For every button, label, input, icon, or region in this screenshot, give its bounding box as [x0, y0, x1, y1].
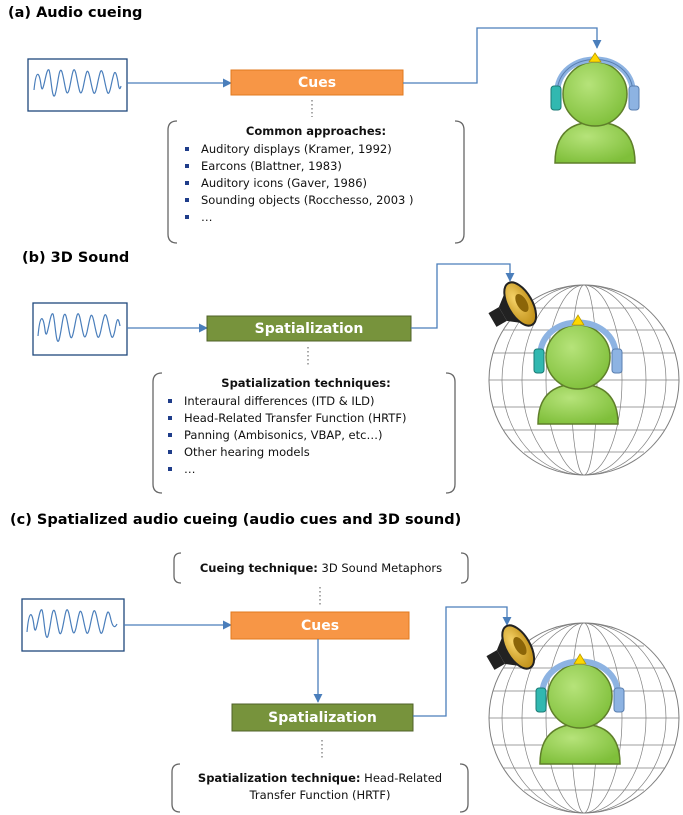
- list-item: Earcons (Blattner, 1983): [181, 158, 451, 175]
- list-item-text: Earcons (Blattner, 1983): [201, 159, 342, 173]
- bullet-icon: [185, 181, 189, 185]
- spatialization-technique-note: Spatialization technique: Head-Related T…: [186, 770, 454, 804]
- list-item-text: Head-Related Transfer Function (HRTF): [184, 411, 407, 425]
- list-item: Interaural differences (ITD & ILD): [164, 393, 448, 410]
- bracket-right-a: [454, 120, 465, 244]
- cueing-technique-value: 3D Sound Metaphors: [321, 561, 443, 575]
- list-item: …: [164, 461, 448, 478]
- bracket-left-a: [167, 120, 178, 244]
- user-with-headphones-icon: [533, 314, 623, 425]
- section-c-title: (c) Spatialized audio cueing (audio cues…: [10, 512, 462, 528]
- bracket-right-c-top: [460, 552, 469, 584]
- bullet-icon: [185, 147, 189, 151]
- list-item: …: [181, 209, 451, 226]
- bullet-icon: [168, 416, 172, 420]
- section-c-waveform: [21, 598, 125, 652]
- spatialization-technique-value: Head-Related Transfer Function (HRTF): [249, 771, 443, 802]
- spatial-box-c: [231, 703, 414, 732]
- list-item: Sounding objects (Rocchesso, 2003 ): [181, 192, 451, 209]
- bullet-icon: [168, 399, 172, 403]
- cueing-technique-note: Cueing technique: 3D Sound Metaphors: [180, 560, 462, 577]
- list-item-text: Sounding objects (Rocchesso, 2003 ): [201, 193, 414, 207]
- bracket-left-c-bottom: [171, 763, 181, 813]
- arrow-spatial-to-speaker-b: [411, 263, 515, 329]
- list-item: Other hearing models: [164, 444, 448, 461]
- spatial-box-b-label: Spatialization: [254, 320, 364, 337]
- arrow-spatial-to-speaker-c: [413, 606, 512, 717]
- section-a-title: (a) Audio cueing: [8, 5, 143, 21]
- bullet-icon: [168, 450, 172, 454]
- list-item: Auditory icons (Gaver, 1986): [181, 175, 451, 192]
- list-item-text: …: [201, 210, 213, 224]
- spatial-box-c-label: Spatialization: [268, 709, 377, 726]
- speaker-icon: [488, 281, 538, 327]
- user-with-headphones-icon: [550, 52, 640, 164]
- cueing-technique-label: Cueing technique:: [199, 561, 318, 575]
- list-item: Panning (Ambisonics, VBAP, etc…): [164, 427, 448, 444]
- cues-box-c-label: Cues: [300, 617, 340, 634]
- bracket-left-c-top: [173, 552, 182, 584]
- section-b-waveform: [32, 302, 128, 356]
- cues-box-a: [230, 69, 404, 96]
- bullet-icon: [185, 164, 189, 168]
- common-approaches-panel: Common approaches: Auditory displays (Kr…: [181, 124, 451, 226]
- spatialization-techniques-panel: Spatialization techniques: Interaural di…: [164, 376, 448, 478]
- cues-box-a-label: Cues: [297, 74, 337, 91]
- list-title-a: Common approaches:: [245, 124, 387, 138]
- list-item-text: Interaural differences (ITD & ILD): [184, 394, 375, 408]
- list-item-text: Panning (Ambisonics, VBAP, etc…): [184, 428, 383, 442]
- list-item-text: Auditory icons (Gaver, 1986): [201, 176, 367, 190]
- bullet-icon: [168, 433, 172, 437]
- speaker-icon: [486, 624, 536, 670]
- list-item-text: Other hearing models: [184, 445, 310, 459]
- bracket-right-c-bottom: [459, 763, 469, 813]
- section-a-waveform: [27, 58, 128, 112]
- arrow-cues-to-user-a: [403, 27, 602, 84]
- spatialization-technique-label: Spatialization technique:: [197, 771, 361, 785]
- list-item: Head-Related Transfer Function (HRTF): [164, 410, 448, 427]
- list-item-text: Auditory displays (Kramer, 1992): [201, 142, 392, 156]
- bullet-icon: [185, 215, 189, 219]
- cues-box-c: [230, 611, 410, 640]
- section-b-title: (b) 3D Sound: [22, 250, 130, 266]
- list-item-text: …: [184, 462, 196, 476]
- bullet-icon: [168, 467, 172, 471]
- bracket-left-b: [152, 372, 163, 494]
- user-with-headphones-icon: [535, 653, 625, 765]
- bullet-icon: [185, 198, 189, 202]
- bracket-right-b: [445, 372, 456, 494]
- spatial-box-b: [206, 315, 412, 342]
- list-title-b: Spatialization techniques:: [221, 376, 391, 390]
- list-item: Auditory displays (Kramer, 1992): [181, 141, 451, 158]
